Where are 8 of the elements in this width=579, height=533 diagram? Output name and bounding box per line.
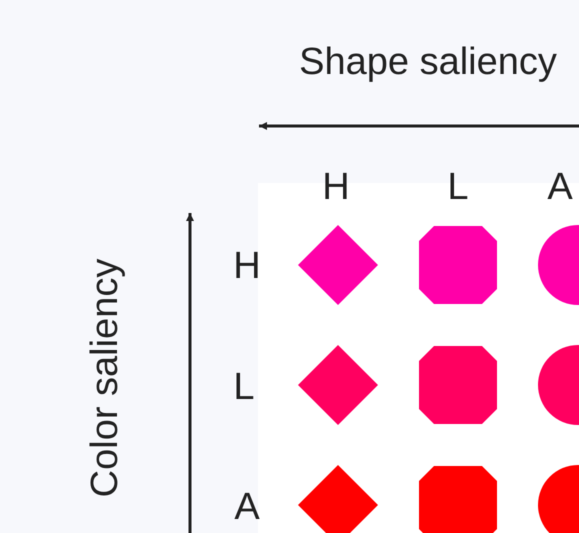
axis-title: Color saliency [85,258,125,498]
row-label: L [233,367,255,407]
column-label: L [447,167,469,207]
axis-title: Shape saliency [299,42,557,82]
column-label: A [547,167,573,207]
row-label: A [234,487,260,527]
row-label: H [233,246,261,286]
column-label: H [322,167,350,207]
